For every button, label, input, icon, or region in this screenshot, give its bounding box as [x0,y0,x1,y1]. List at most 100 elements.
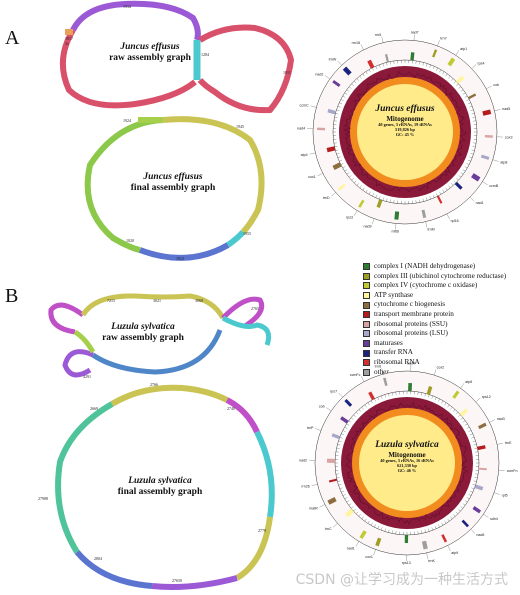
scale-tick [359,75,362,79]
scale-tick [432,66,435,70]
scale-tick [341,433,345,436]
gene-block [459,408,469,417]
gene-label: trnW [329,58,337,62]
luzula-mitogenome-map: nad4cox2atp6rps12nad3trnEccmFnrpl5sdh4na… [299,361,517,565]
node-label: 3x [65,41,69,46]
gene-leader [337,60,342,66]
scale-tick [466,426,470,429]
gene-label: cox1 [308,175,316,179]
scale-tick [445,73,448,77]
scale-tick [458,86,462,89]
scale-tick [339,437,343,439]
scale-tick [466,497,470,500]
scale-tick [455,411,459,415]
caption-subtitle: final assembly graph [117,486,203,497]
node-label: 1284 [201,52,209,57]
scale-tick [436,193,438,197]
gene-leader [460,383,465,389]
scale-tick [458,509,461,512]
scale-tick [377,525,380,529]
scale-tick [335,149,339,151]
gc-content-track [342,70,466,193]
gene-block [345,508,355,518]
gene-leader [425,221,428,228]
gene-block [472,506,482,514]
scale-tick [350,417,354,420]
gene-label: trnE [505,441,512,445]
scale-tick [467,102,471,105]
juncus-mitogenome-map: nad7trnYatp1rps4cobnad5cox3atp8ccmBnad1r… [297,31,512,234]
scale-tick [419,199,421,203]
legend-label: other [374,367,389,376]
gene-label: rrn26 [301,484,309,488]
caption-species: Juncus effusus [120,42,180,52]
scale-tick [334,116,338,118]
scale-tick [355,511,359,515]
scale-tick [429,196,431,200]
node-label: 1917 [65,36,73,41]
luzula-map-title: Luzula sylvatica Mitogenome 40 genes, 3 … [357,440,457,474]
node-label: 2765 [251,306,259,311]
scale-tick [447,404,450,408]
scale-tick [462,420,466,423]
graph-segment-red-right [197,24,295,114]
gene-leader [475,397,481,403]
gene-label: atp8 [500,160,507,164]
scale-tick [342,430,346,432]
gene-label: nad4 [297,127,305,131]
scale-tick [464,500,468,503]
gene-block [471,173,481,182]
graph-segment-purple-right [225,397,260,434]
gene-block [478,422,487,430]
gene-label: trnY [440,37,447,41]
legend-label: transport membrane protein [374,309,454,318]
gene-label: ccmFc [350,373,361,377]
scale-tick [335,113,339,115]
scale-tick [466,163,470,165]
scale-tick [351,178,354,181]
gene-block [455,75,465,84]
node-label: 1020 [126,238,134,243]
scale-tick [422,198,424,202]
scale-tick [451,183,454,186]
node-label: 1924 [123,118,131,123]
graph-segment-blue [138,242,230,261]
scale-tick [339,159,343,162]
scale-tick [445,187,448,191]
scale-tick [426,197,428,201]
scale-tick [471,487,475,489]
scale-tick [474,447,478,449]
scale-tick [467,159,471,162]
map-stat-length: 519,826 bp [395,126,415,132]
gene-leader [326,407,332,412]
graph-segment-green [84,117,164,253]
scale-tick [464,423,468,426]
gene-label: rpl16 [451,219,459,223]
gene-leader [355,541,360,547]
node-label: 4291 [83,374,91,379]
node-label: 7215 [107,298,115,303]
legend-label: ribosomal RNA [374,357,420,366]
scale-tick [444,520,447,524]
scale-tick [474,477,478,479]
scale-tick [344,92,348,95]
scale-tick [336,109,340,111]
legend-label: complex III (ubichinol cytochrome reduct… [374,271,507,280]
node-label: 2740 [227,406,235,411]
node-label: 27988 [38,496,48,501]
gene-label: trnS [375,365,382,369]
scale-tick [473,480,477,482]
scale-tick [424,529,426,533]
node-label: 1945 [236,124,244,129]
legend-item: complex I (NADH dehydrogenase) [363,262,506,272]
scale-tick [368,191,371,195]
node-label: 1955 [243,231,251,236]
gene-block [331,433,341,440]
gene-block [383,377,388,387]
gene-label: cob [493,83,499,87]
scale-tick [348,86,352,89]
gene-leader [446,213,450,220]
scale-tick [439,69,442,73]
map-stat-gc: GC: 45 % [395,131,415,137]
gene-block [467,93,477,100]
